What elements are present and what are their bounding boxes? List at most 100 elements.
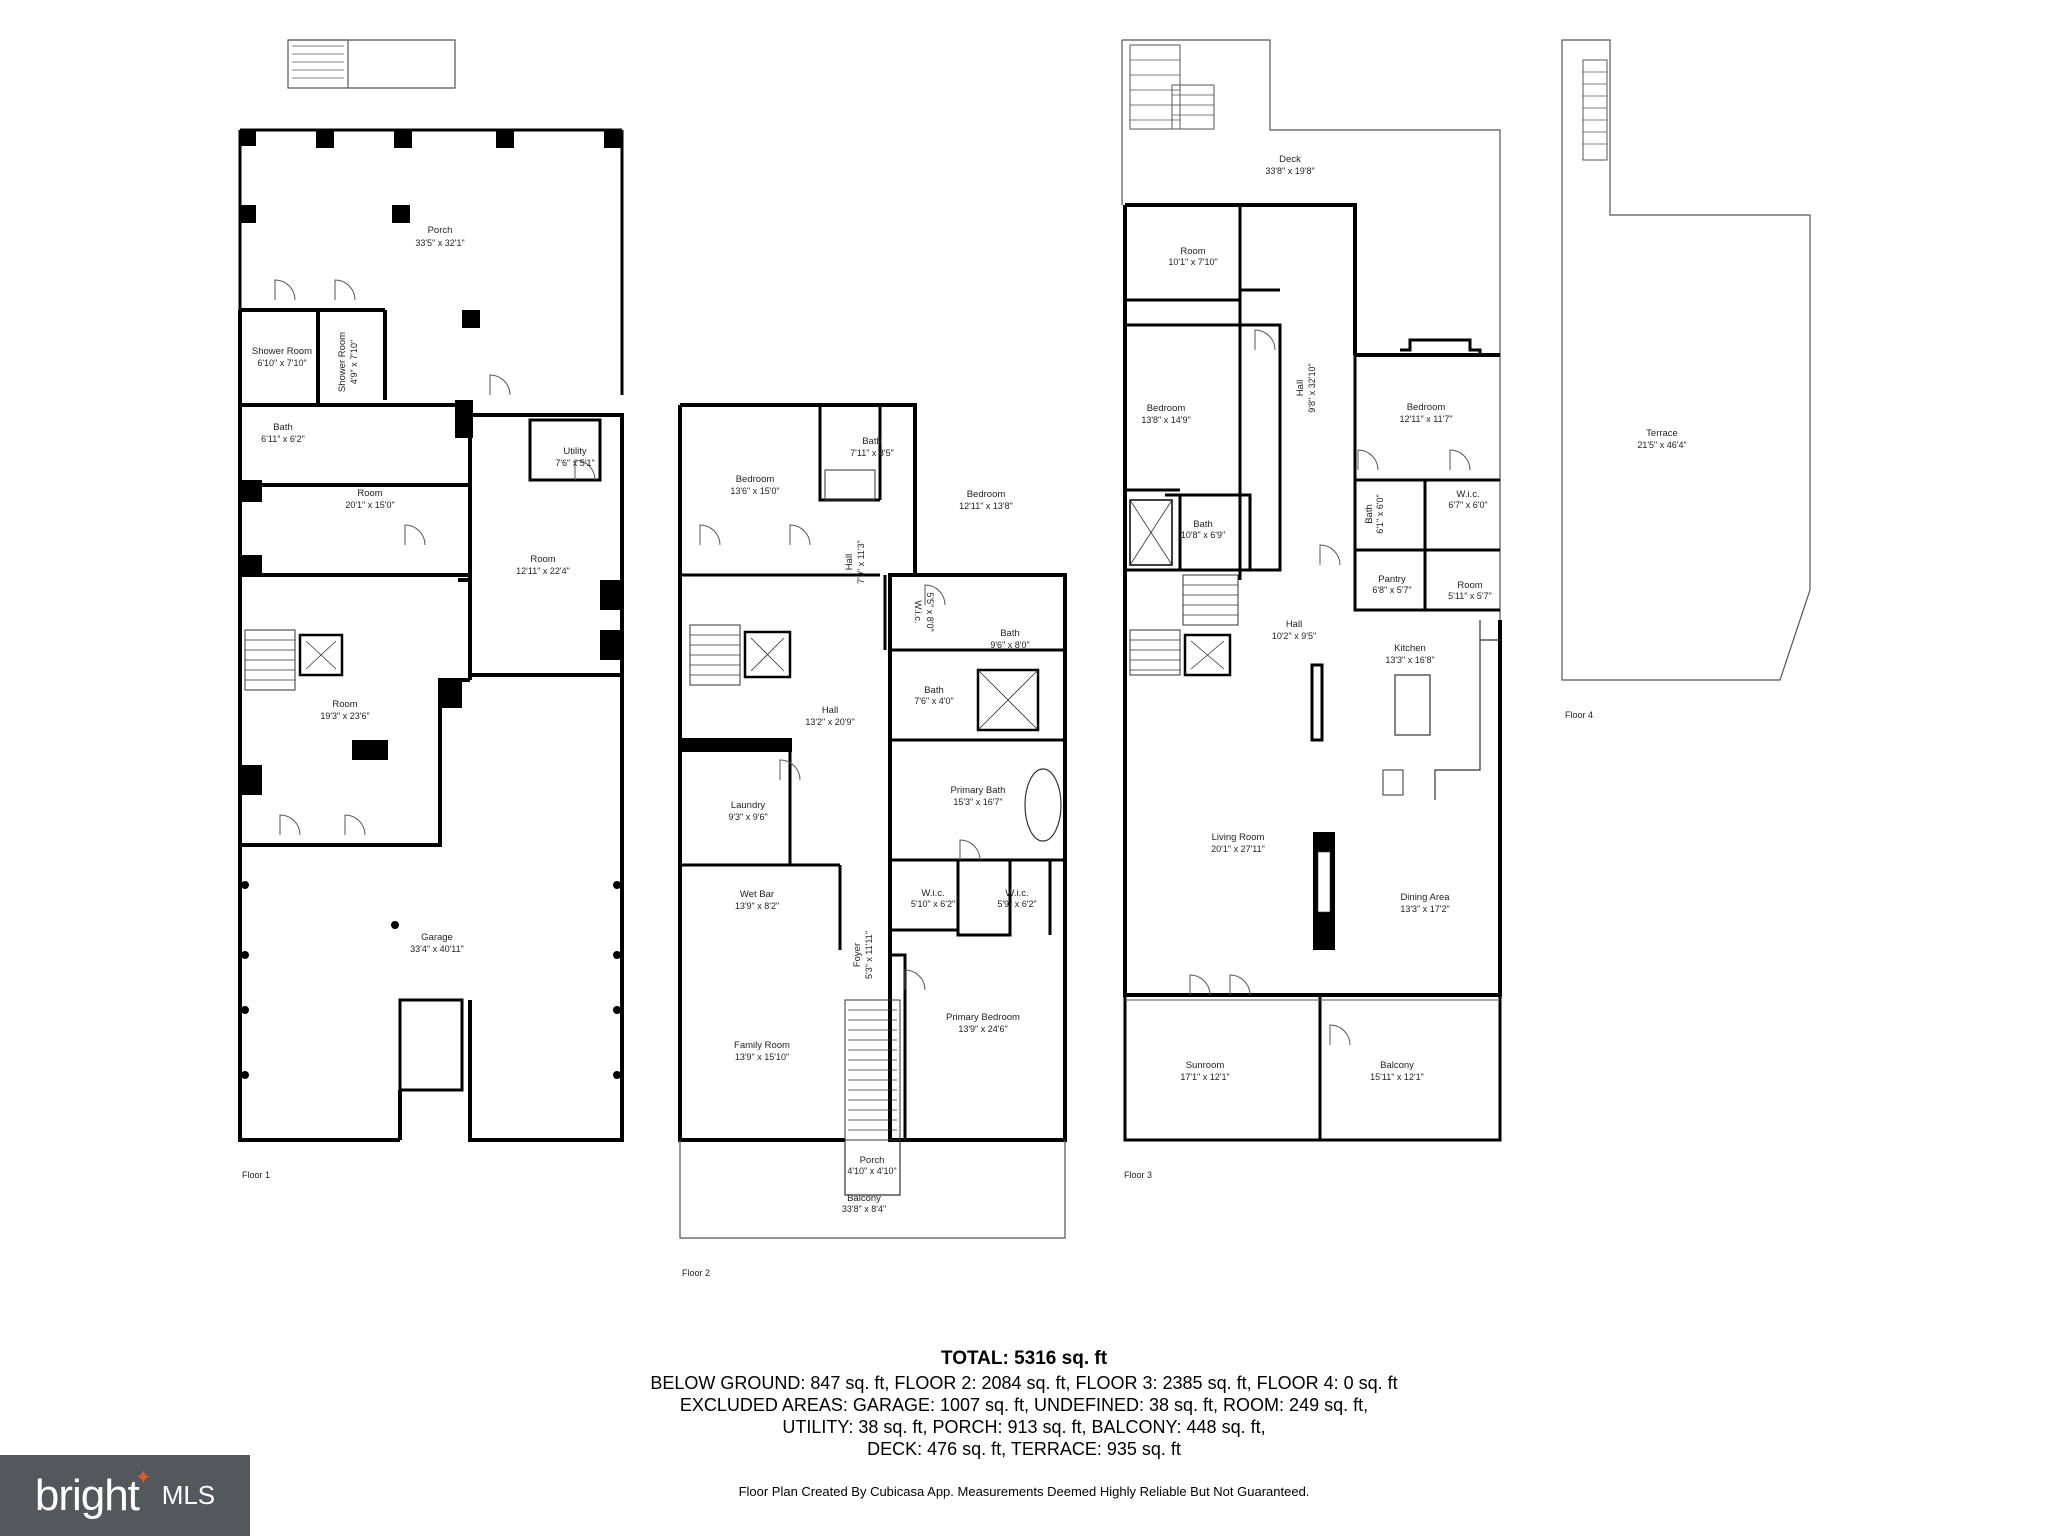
room-dim-shower-room: 6'10" x 7'10" [257,358,306,368]
room-dim-primary-bedroom: 13'9" x 24'6" [958,1024,1007,1034]
floor-2-label: Floor 2 [682,1268,710,1278]
room-dim-wic-2: 5'10" x 6'2" [911,899,955,909]
room-dim-wic: 6'7" x 6'0" [1448,500,1487,510]
room-label-balcony: Balcony [1380,1060,1414,1071]
room-dim-hall-2: 13'2" x 20'9" [805,717,854,727]
room-label-room-3: Room [332,699,357,710]
room-dim-foyer: 5'3" x 11'11" [864,931,874,979]
room-label-bedroom: Bedroom [736,474,775,485]
room-dim-kitchen: 13'3" x 16'8" [1385,655,1434,665]
totals-line: EXCLUDED AREAS: GARAGE: 1007 sq. ft, UND… [679,1395,1369,1415]
room-label-family-room: Family Room [734,1040,790,1051]
room-label-bath-2: Bath [1364,504,1375,524]
room-label-hall-2: Hall [1286,619,1302,630]
room-label-wic-3: W.i.c. [1005,888,1028,899]
room-label-bedroom-2: Bedroom [1407,402,1446,413]
room-dim-primary-bath: 15'3" x 16'7" [953,797,1002,807]
room-label-bath-2: Bath [1000,628,1020,639]
floor-3-label: Floor 3 [1124,1170,1152,1180]
room-label-kitchen: Kitchen [1394,643,1426,654]
room-label-living-room: Living Room [1212,832,1265,843]
room-dim-dining-area: 13'3" x 17'2" [1400,904,1449,914]
room-dim-porch: 33'5" x 32'1" [415,238,464,248]
room-dim-balcony: 33'8" x 8'4" [842,1204,886,1214]
room-label-wic-2: W.i.c. [921,888,944,899]
room-dim-room-3: 19'3" x 23'6" [320,711,369,721]
room-dim-porch-2: 4'10" x 4'10" [847,1166,896,1176]
room-label-wic: W.i.c. [912,600,923,623]
room-dim-utility: 7'6" x 5'1" [555,458,594,468]
room-dim-wet-bar: 13'9" x 8'2" [735,901,779,911]
room-label-room-2: Room [530,554,555,565]
room-dim-bath-3: 7'6" x 4'0" [914,696,953,706]
totals-line: BELOW GROUND: 847 sq. ft, FLOOR 2: 2084 … [650,1373,1398,1393]
room-dim-bath: 7'11" x 8'5" [850,448,894,458]
room-label-bath-3: Bath [924,685,944,696]
room-dim-balcony: 15'11" x 12'1" [1370,1072,1424,1082]
logo-suffix: MLS [161,1480,216,1510]
room-dim-family-room: 13'9" x 15'10" [735,1052,789,1062]
room-dim-room-2: 5'11" x 5'7" [1448,591,1492,601]
room-label-hall-2: Hall [822,705,838,716]
floor-4-plan: Terrace 21'5" x 46'4" Floor 4 [1561,39,1811,720]
room-label-room-2: Room [1457,580,1482,591]
room-label-room: Room [1180,246,1205,257]
floor-plan: Porch 33'5" x 32'1" Shower Room 6'10" x … [238,39,1811,1278]
room-label-primary-bedroom: Primary Bedroom [946,1012,1020,1023]
room-dim-hall: 7'9" x 11'3" [856,540,866,584]
room-dim-wic: 5'5" x 8'0" [925,592,935,631]
floor-1-plan: Porch 33'5" x 32'1" Shower Room 6'10" x … [238,39,624,1180]
room-label-sunroom: Sunroom [1186,1060,1225,1071]
totals-line: UTILITY: 38 sq. ft, PORCH: 913 sq. ft, B… [782,1417,1266,1437]
room-dim-bath-2: 9'6" x 8'0" [990,640,1029,650]
room-label-terrace: Terrace [1646,428,1678,439]
room-label-balcony: Balcony [847,1193,881,1204]
room-label-hall: Hall [844,554,855,570]
room-label-garage: Garage [421,932,453,943]
room-label-pantry: Pantry [1378,574,1406,585]
room-dim-wic-3: 5'9" x 6'2" [997,899,1036,909]
room-label-bath: Bath [862,436,882,447]
room-dim-hall-2: 10'2" x 9'5" [1272,631,1316,641]
room-dim-bedroom: 13'8" x 14'9" [1141,415,1190,425]
room-label-utility: Utility [563,446,586,457]
room-dim-bedroom-2: 12'11" x 13'8" [959,501,1013,511]
disclaimer: Floor Plan Created By Cubicasa App. Meas… [738,1484,1310,1499]
room-dim-bath: 10'8" x 6'9" [1181,530,1225,540]
room-label-primary-bath: Primary Bath [951,785,1006,796]
room-label-wet-bar: Wet Bar [740,889,774,900]
floor-1-label: Floor 1 [242,1170,270,1180]
room-dim-laundry: 9'3" x 9'6" [728,812,767,822]
room-label-deck: Deck [1279,154,1301,165]
room-dim-bath: 6'11" x 6'2" [261,434,305,444]
room-label-laundry: Laundry [731,800,766,811]
room-dim-living-room: 20'1" x 27'11" [1211,844,1265,854]
room-label-shower-room-2: Shower Room [337,332,348,392]
room-dim-terrace: 21'5" x 46'4" [1637,440,1686,450]
floor-4-label: Floor 4 [1565,710,1593,720]
room-label-bath: Bath [273,422,293,433]
room-dim-room-2: 12'11" x 22'4" [516,566,570,576]
bright-mls-logo: bright ✦ MLS [0,1455,250,1536]
room-dim-room: 20'1" x 15'0" [345,500,394,510]
room-label-hall: Hall [1295,380,1306,396]
room-dim-hall: 9'8" x 32'10" [1307,363,1317,412]
room-dim-bedroom-2: 12'11" x 11'7" [1399,414,1452,424]
room-dim-shower-room-2: 4'9" x 7'10" [349,340,359,384]
room-dim-sunroom: 17'1" x 12'1" [1180,1072,1229,1082]
room-label-shower-room: Shower Room [252,346,312,357]
area-totals: TOTAL: 5316 sq. ft BELOW GROUND: 847 sq.… [0,1348,2048,1460]
totals-line: DECK: 476 sq. ft, TERRACE: 935 sq. ft [867,1439,1181,1459]
logo-star-icon: ✦ [134,1467,152,1489]
room-dim-bedroom: 13'6" x 15'0" [730,486,779,496]
room-label-dining-area: Dining Area [1400,892,1450,903]
room-label-room: Room [357,488,382,499]
room-dim-room: 10'1" x 7'10" [1168,257,1217,267]
room-label-wic: W.i.c. [1456,489,1479,500]
room-label-bedroom: Bedroom [1147,403,1186,414]
logo-word: bright [34,1470,140,1520]
room-dim-deck: 33'8" x 19'8" [1265,166,1314,176]
room-dim-pantry: 6'8" x 5'7" [1372,585,1411,595]
room-label-porch: Porch [428,225,453,236]
room-label-porch-2: Porch [860,1155,885,1166]
